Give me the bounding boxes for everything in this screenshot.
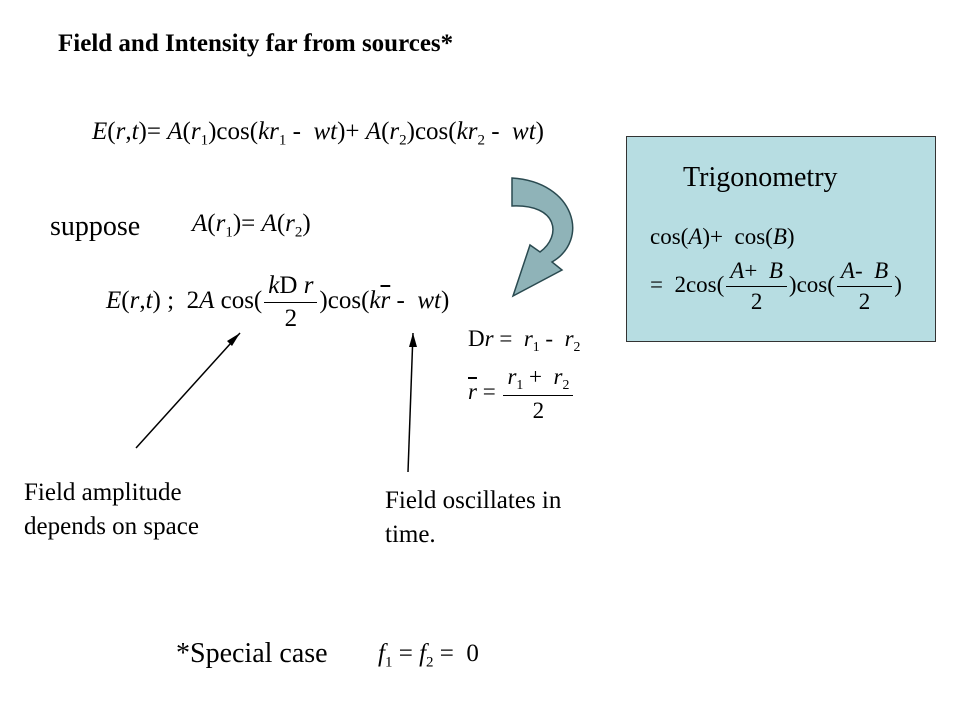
slide-title: Field and Intensity far from sources* — [58, 30, 454, 57]
trigonometry-box — [626, 136, 936, 342]
amplitude-annotation: Field amplitude depends on space — [24, 476, 284, 544]
suppose-label: suppose — [50, 211, 141, 242]
suppose-equation: A(r1)= A(r2) — [192, 210, 311, 241]
amplitude-line-2: depends on space — [24, 513, 199, 540]
trig-identity-line1: cos(A)+ cos(B) — [650, 224, 795, 249]
oscillation-pointer-arrowhead — [409, 333, 417, 347]
oscillation-annotation: Field oscillates in time. — [385, 484, 645, 552]
amplitude-pointer-arrowhead — [227, 333, 240, 346]
main-equation: E(r,t)= A(r1)cos(kr1 - wt)+ A(r2)cos(kr2… — [92, 118, 544, 149]
oscillation-line-1: Field oscillates in — [385, 487, 562, 514]
delta-r-equation: Dr = r1 - r2 — [468, 326, 581, 354]
oscillation-line-2: time. — [385, 521, 436, 548]
curved-arrow-icon — [511, 177, 574, 298]
oscillation-pointer-line — [407, 332, 414, 473]
footnote-equation: f1 = f2 = 0 — [378, 640, 479, 671]
trigonometry-title: Trigonometry — [683, 162, 838, 193]
footnote-label: *Special case — [176, 638, 328, 669]
amplitude-line-1: Field amplitude — [24, 479, 182, 506]
amplitude-pointer-line — [135, 332, 241, 449]
